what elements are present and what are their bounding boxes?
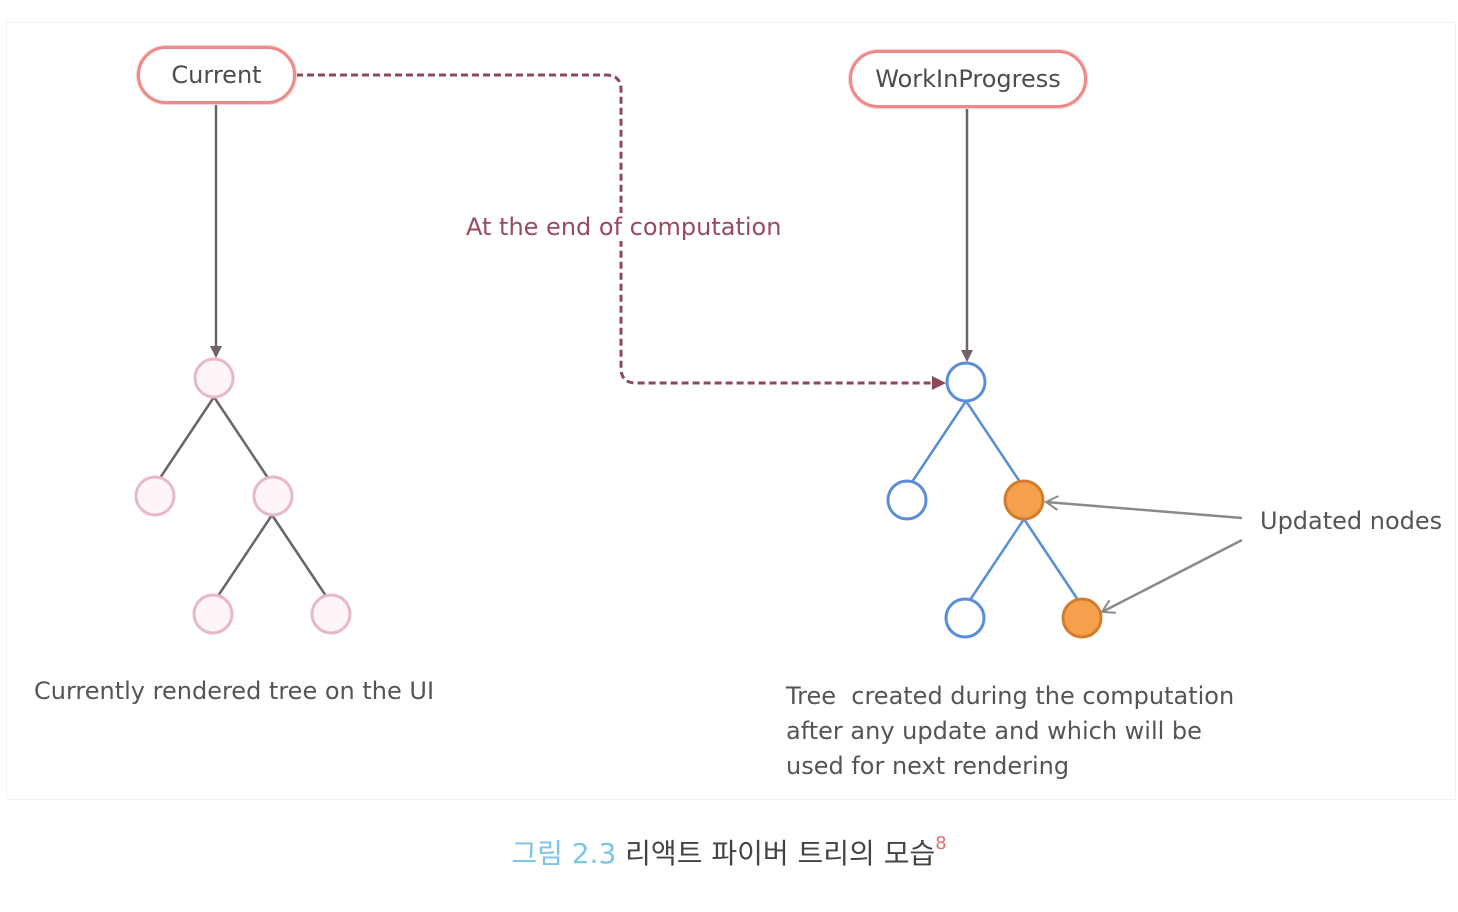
updated-pointer-arrow bbox=[1044, 495, 1243, 520]
updated-tree-node bbox=[1003, 479, 1045, 521]
tree-node bbox=[944, 597, 986, 639]
tree-node bbox=[252, 475, 294, 517]
figure-number: 그림 2.3 bbox=[511, 837, 617, 870]
wip-tree-nodes bbox=[886, 361, 1103, 639]
tree-node bbox=[134, 475, 176, 517]
updated-nodes-label: Updated nodes bbox=[1260, 507, 1443, 535]
tree-node bbox=[192, 593, 234, 635]
tree-node bbox=[310, 593, 352, 635]
current-tree-caption: Currently rendered tree on the UI bbox=[34, 677, 435, 705]
diagram-panel bbox=[6, 22, 1456, 800]
tree-edge bbox=[158, 396, 216, 479]
wip-tree-edges bbox=[910, 400, 1080, 601]
tree-edge bbox=[1022, 518, 1080, 601]
updated-tree-node bbox=[1061, 597, 1103, 639]
tree-node bbox=[945, 361, 987, 403]
tree-node bbox=[886, 479, 928, 521]
figure-title: 리액트 파이버 트리의 모습 bbox=[625, 837, 936, 870]
swap-edge-label: At the end of computation bbox=[462, 213, 786, 241]
current-pointer-label: Current bbox=[171, 61, 262, 89]
tree-node bbox=[193, 357, 235, 399]
footnote-marker: 8 bbox=[935, 833, 947, 854]
tree-edge bbox=[270, 514, 328, 597]
tree-edge bbox=[910, 400, 968, 483]
current-pointer-node: Current bbox=[137, 46, 296, 104]
wip-pointer-label: WorkInProgress bbox=[875, 65, 1061, 93]
tree-edge bbox=[964, 400, 1022, 483]
wip-pointer-node: WorkInProgress bbox=[849, 50, 1087, 108]
figure-caption: 그림 2.3 리액트 파이버 트리의 모습8 bbox=[0, 832, 1458, 872]
current-tree-edges bbox=[158, 396, 328, 597]
wip-tree-caption-line-2: after any update and which will be bbox=[786, 717, 1202, 745]
updated-pointer-arrow bbox=[1100, 538, 1243, 614]
tree-edge bbox=[968, 518, 1026, 601]
wip-tree-caption-line-1: Tree created during the computation bbox=[786, 682, 1235, 710]
wip-tree-caption-line-3: used for next rendering bbox=[786, 752, 1070, 780]
current-tree-nodes bbox=[134, 357, 352, 635]
tree-edge bbox=[216, 514, 274, 597]
tree-edge bbox=[212, 396, 270, 479]
